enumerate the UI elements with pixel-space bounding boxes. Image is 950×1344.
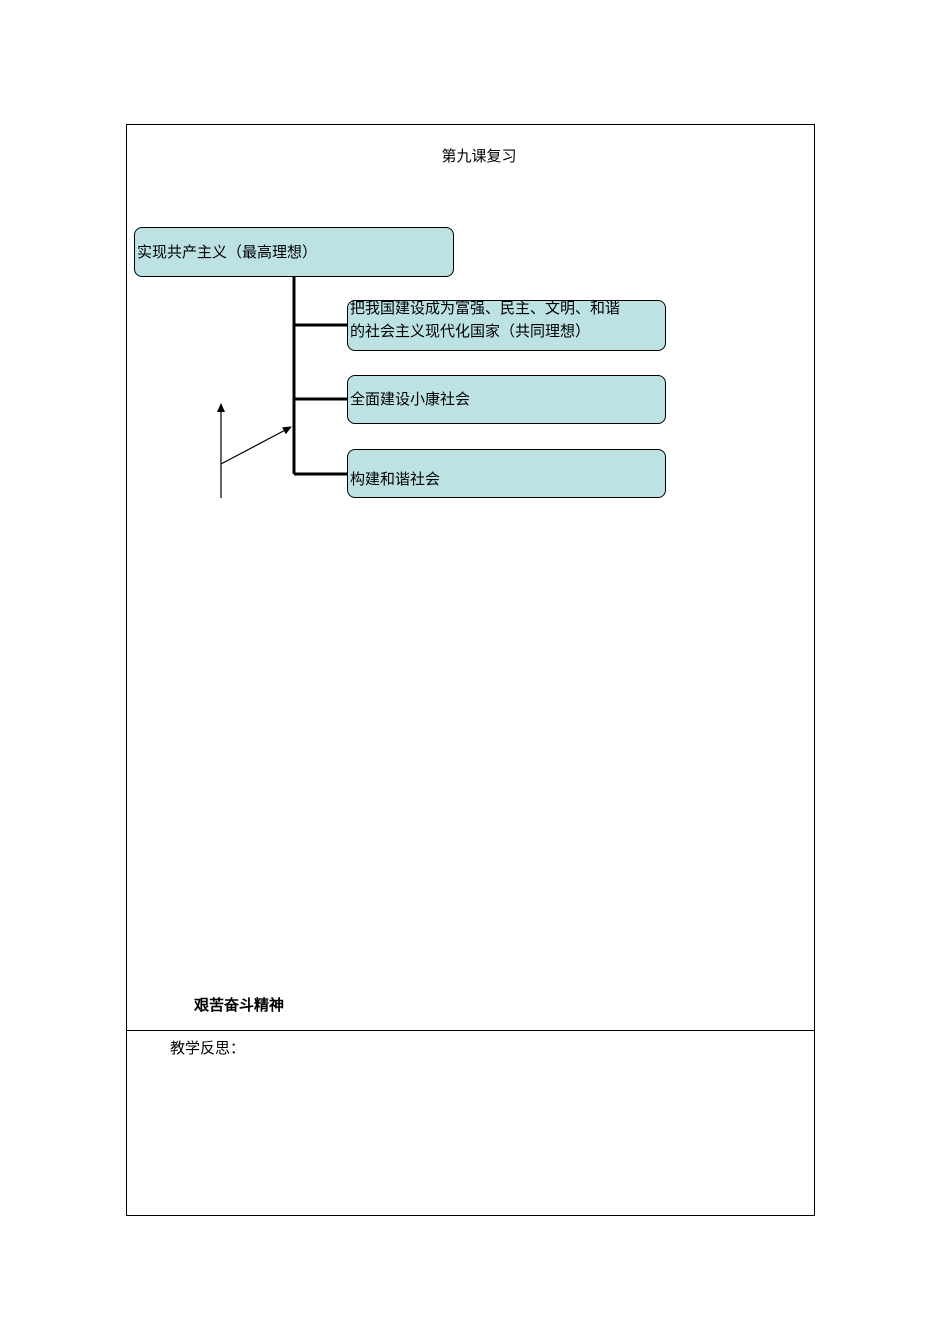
diagram-top-box-label: 实现共产主义（最高理想） — [137, 242, 318, 261]
diagram-child-box-1-line1: 把我国建设成为富强、民主、文明、和谐 — [350, 299, 621, 317]
diagram-child-box-1-line2: 的社会主义现代化国家（共同理想） — [350, 322, 591, 340]
page-title: 第九课复习 — [441, 147, 517, 165]
table-frame — [126, 124, 815, 1216]
diagram-child-box-1: 把我国建设成为富强、民主、文明、和谐 的社会主义现代化国家（共同理想） — [347, 299, 666, 351]
diagram-child-box-3: 构建和谐社会 — [347, 449, 666, 498]
diagram-child-box-2-label: 全面建设小康社会 — [350, 390, 471, 408]
table-divider — [126, 1030, 815, 1031]
diagram-child-box-3-label: 构建和谐社会 — [350, 470, 441, 488]
spirit-label: 艰苦奋斗精神 — [194, 996, 285, 1014]
diagram-top-box: 实现共产主义（最高理想） — [134, 227, 454, 277]
reflection-label: 教学反思： — [170, 1039, 246, 1057]
diagram-child-box-2: 全面建设小康社会 — [347, 375, 666, 424]
